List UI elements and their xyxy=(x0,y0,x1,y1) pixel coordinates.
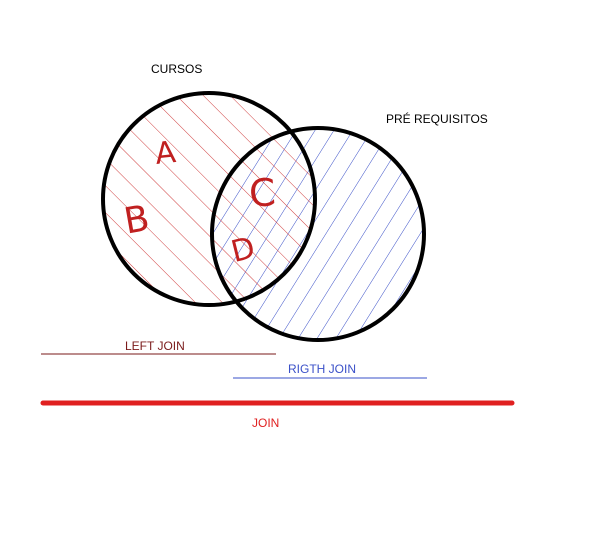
region-letter-c: C xyxy=(247,170,277,216)
left-set-circle xyxy=(101,91,317,307)
left-set-label: CURSOS xyxy=(151,62,202,76)
left-join-label: LEFT JOIN xyxy=(125,339,185,353)
join-label: JOIN xyxy=(252,416,279,430)
region-letter-a: A xyxy=(153,135,178,172)
right-join-label: RIGTH JOIN xyxy=(288,362,356,376)
right-set-label: PRÉ REQUISITOS xyxy=(386,111,488,126)
right-set-circle xyxy=(210,126,426,342)
